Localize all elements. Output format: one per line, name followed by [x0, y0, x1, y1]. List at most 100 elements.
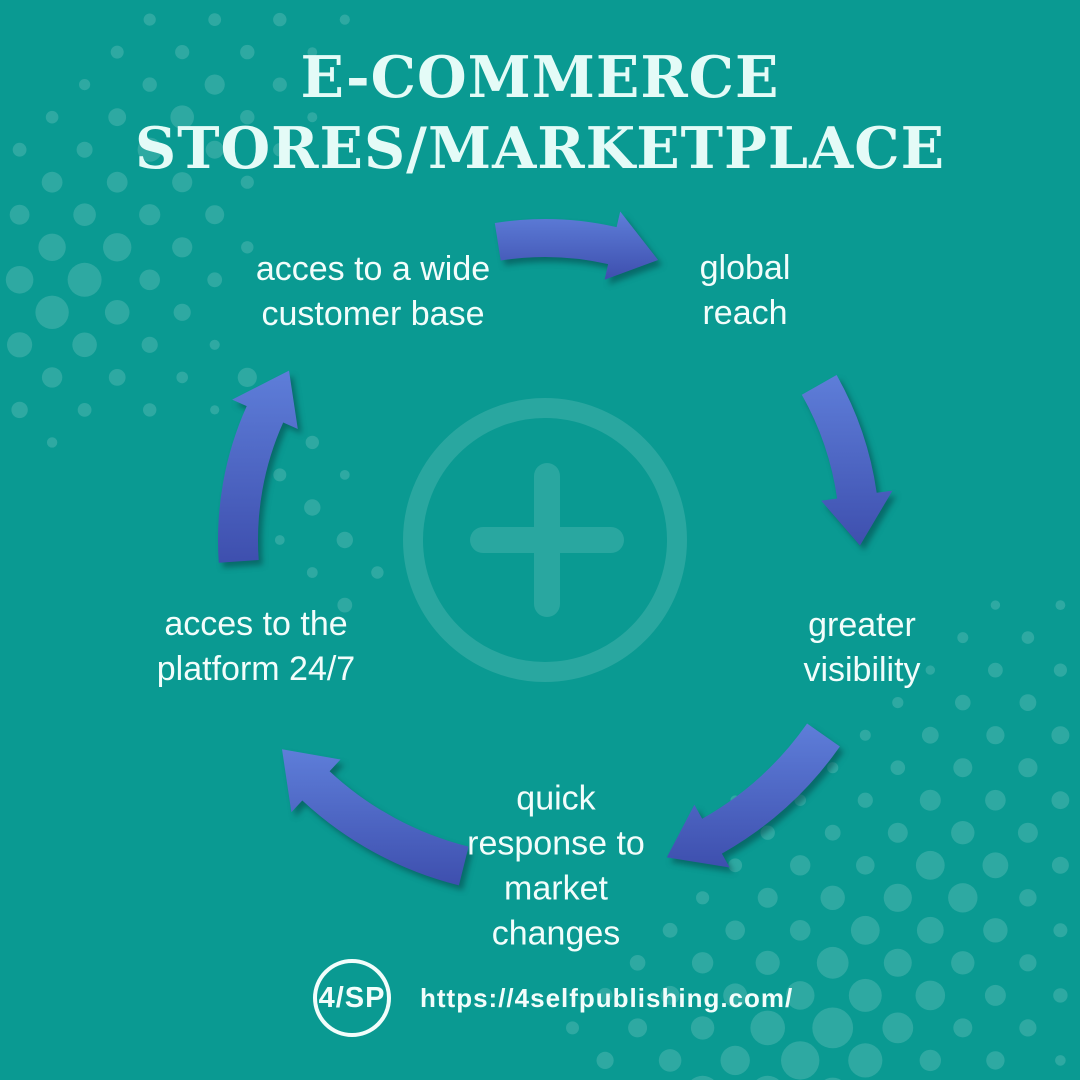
deco-dot [691, 1075, 714, 1080]
deco-dot [38, 233, 66, 261]
deco-dot [106, 171, 128, 193]
deco-dot [67, 262, 102, 297]
deco-dot [951, 821, 975, 845]
deco-dot [72, 332, 97, 358]
cycle-arrow-5 [218, 370, 298, 563]
deco-dot [789, 920, 811, 941]
deco-dot [307, 47, 318, 57]
deco-dot [596, 1051, 614, 1069]
cycle-arrow-1 [494, 211, 659, 280]
deco-dot [1019, 954, 1037, 972]
deco-dot [850, 915, 880, 945]
deco-dot [760, 825, 775, 840]
deco-dot [720, 1045, 750, 1076]
deco-dot [660, 985, 680, 1005]
deco-dot [207, 272, 223, 288]
deco-dot [755, 950, 780, 975]
deco-dot [988, 662, 1003, 678]
deco-dot [951, 951, 975, 975]
deco-dot [175, 45, 190, 60]
deco-dot [371, 566, 384, 579]
deco-dot [957, 632, 969, 644]
deco-dot [35, 295, 69, 329]
deco-dot [5, 266, 34, 294]
deco-dot [983, 918, 1008, 943]
deco-dot [915, 980, 946, 1011]
deco-dot [986, 726, 1005, 745]
deco-dot [690, 1016, 715, 1040]
deco-dot [103, 233, 132, 262]
deco-dot [209, 339, 220, 350]
deco-dot [919, 1049, 941, 1072]
deco-dot [986, 1051, 1005, 1070]
deco-dot [916, 916, 944, 944]
deco-dot [953, 1018, 973, 1038]
deco-dot [1053, 923, 1068, 938]
deco-dot [11, 401, 28, 419]
deco-dot [205, 205, 225, 225]
deco-dot [824, 1077, 841, 1080]
deco-dot [108, 108, 127, 127]
deco-dot [985, 789, 1006, 811]
deco-dot [1017, 822, 1038, 843]
deco-dot [848, 978, 882, 1012]
deco-dot [955, 694, 971, 711]
deco-dot [46, 437, 58, 448]
page-title: E-COMMERCE STORES/MARKETPLACE [0, 42, 1080, 184]
deco-dot [240, 110, 255, 125]
deco-dot [1019, 694, 1037, 711]
cycle-label-wide-customer-base: acces to a wide customer base [255, 250, 491, 333]
deco-dot [273, 468, 287, 482]
deco-dot [1051, 856, 1069, 874]
deco-dot [990, 600, 1001, 610]
deco-dot [890, 760, 906, 775]
title-line-2: STORES/MARKETPLACE [134, 115, 946, 182]
deco-dot [41, 367, 63, 388]
cycle-label-global-reach: global reach [699, 249, 791, 332]
deco-dot [1021, 631, 1035, 644]
deco-dot [882, 1012, 914, 1044]
deco-dot [142, 77, 157, 92]
deco-dot [104, 300, 130, 325]
deco-dot [76, 141, 93, 158]
deco-dot [820, 885, 845, 910]
deco-dot [9, 204, 30, 225]
deco-dot [597, 987, 613, 1003]
deco-dot [859, 729, 871, 741]
deco-dot [240, 175, 254, 189]
deco-dot [848, 1043, 883, 1078]
deco-dot [237, 367, 257, 387]
deco-dot [1051, 791, 1070, 810]
deco-dot [953, 758, 973, 778]
deco-dot [856, 856, 875, 875]
deco-dot [305, 435, 319, 450]
cycle-label-platform-24-7: acces to the platform 24/7 [156, 605, 356, 688]
deco-dot [982, 852, 1009, 879]
deco-dot [210, 405, 220, 415]
deco-dot [172, 237, 193, 258]
deco-dot [141, 336, 158, 353]
deco-dot [306, 567, 318, 578]
deco-dot [750, 1010, 785, 1046]
deco-dot [1053, 988, 1068, 1003]
deco-dot [662, 922, 678, 938]
deco-dot [757, 887, 778, 908]
title-line-1: E-COMMERCE [300, 44, 780, 111]
deco-dot [691, 952, 714, 974]
deco-dot [12, 142, 27, 157]
cycle-arrow-3 [666, 723, 840, 868]
cycle-arrows [218, 211, 893, 886]
deco-dot [696, 891, 710, 905]
brand-logo-text: 4/SP [318, 981, 386, 1014]
deco-dot [205, 140, 224, 159]
deco-dot [304, 499, 321, 516]
deco-dot [1053, 663, 1067, 677]
deco-dot [1018, 758, 1038, 778]
deco-dot [725, 920, 745, 941]
deco-dot [1051, 726, 1070, 745]
deco-dot [628, 1018, 648, 1038]
cycle-label-quick-response: quick response to market changes [467, 779, 645, 952]
deco-dot [812, 1007, 854, 1049]
